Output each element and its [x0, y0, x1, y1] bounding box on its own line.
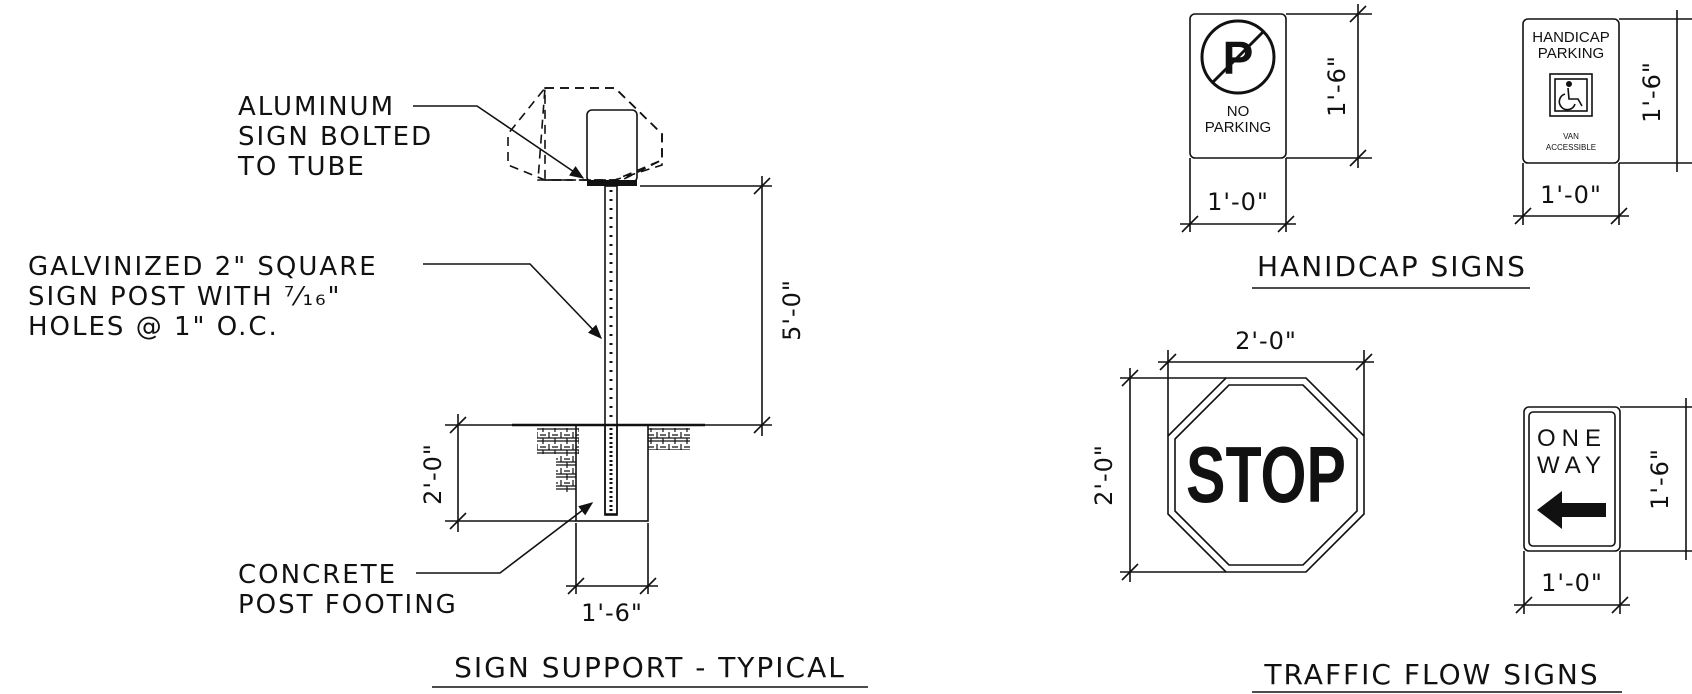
handicap-width-label: 1'-0" — [1540, 181, 1602, 209]
handicap-line2: PARKING — [1538, 45, 1604, 62]
dim-stop-width: 2'-0" — [1158, 327, 1374, 436]
callout-sign-line3: TO TUBE — [237, 152, 366, 182]
handicap-parking-sign: HANDICAP PARKING VAN ACCESSIBLE — [1522, 18, 1620, 164]
dim-one-way-height: 1'-6" — [1620, 398, 1692, 560]
callout-post-line2: SIGN POST WITH ⁷⁄₁₆" — [28, 282, 341, 312]
wheelchair-icon — [1549, 73, 1593, 117]
no-parking-line2: PARKING — [1205, 119, 1271, 136]
sign-support-title: SIGN SUPPORT - TYPICAL — [454, 651, 846, 684]
stop-label: STOP — [1186, 430, 1346, 519]
traffic-flow-signs-title: TRAFFIC FLOW SIGNS — [1263, 658, 1599, 691]
no-parking-circle-icon — [1200, 19, 1276, 95]
no-parking-width-label: 1'-0" — [1207, 188, 1269, 216]
dim-footing-depth: 2'-0" — [419, 414, 576, 532]
dim-stop-height: 2'-0" — [1090, 368, 1226, 582]
handicap-line3: VAN — [1563, 132, 1579, 141]
callout-footing-line1: CONCRETE — [238, 560, 397, 590]
handicap-signs-section: P NO PARKING 1'-6" 1'-0" HANDICAP PARKIN… — [1180, 4, 1692, 289]
callout-footing-line2: POST FOOTING — [238, 590, 458, 620]
callout-sign-line1: ALUMINUM — [238, 92, 395, 122]
no-parking-height-label: 1'-6" — [1323, 55, 1351, 117]
dim-footing-width: 1'-6" — [566, 523, 658, 627]
earth-hatch-right — [648, 428, 690, 450]
traffic-flow-signs-section: STOP 2'-0" 2'-0" ONE WAY — [1090, 327, 1692, 693]
aluminum-sign-panel — [586, 109, 638, 183]
no-parking-sign: P NO PARKING — [1189, 13, 1287, 159]
handicap-line4: ACCESSIBLE — [1546, 143, 1596, 152]
one-way-line2: WAY — [1537, 452, 1607, 479]
dim-no-parking-width: 1'-0" — [1180, 158, 1296, 233]
octagon-dashed — [507, 87, 663, 181]
earth-hatch-left-low — [556, 454, 576, 492]
handicap-signs-title: HANIDCAP SIGNS — [1257, 250, 1527, 283]
no-parking-line1: NO — [1227, 103, 1250, 120]
handicap-line1: HANDICAP — [1532, 29, 1610, 46]
callout-sign-line2: SIGN BOLTED — [238, 122, 433, 152]
sign-bracket — [587, 180, 637, 186]
one-way-sign: ONE WAY — [1523, 406, 1621, 552]
dim-handicap-width: 1'-0" — [1513, 163, 1629, 225]
one-way-width-label: 1'-0" — [1541, 569, 1603, 597]
left-arrow-icon — [1537, 491, 1606, 529]
callout-aluminum-sign: ALUMINUM SIGN BOLTED TO TUBE — [237, 92, 585, 182]
stop-width-label: 2'-0" — [1235, 327, 1297, 355]
one-way-height-label: 1'-6" — [1646, 448, 1674, 510]
callout-concrete-footing: CONCRETE POST FOOTING — [238, 502, 594, 620]
one-way-line1: ONE — [1537, 425, 1607, 452]
earth-hatch-left — [537, 428, 579, 454]
stop-sign: STOP — [1167, 377, 1365, 573]
handicap-height-label: 1'-6" — [1638, 61, 1666, 123]
sign-outline-dashed — [544, 87, 663, 181]
dim-post-height-label: 5'-0" — [778, 279, 806, 341]
dim-post-height: 5'-0" — [640, 176, 806, 436]
dim-footing-depth-label: 2'-0" — [419, 443, 447, 505]
stop-height-label: 2'-0" — [1090, 444, 1118, 506]
sign-post — [604, 185, 618, 515]
sign-support-detail: ALUMINUM SIGN BOLTED TO TUBE GALVINIZED … — [28, 87, 868, 688]
dim-no-parking-height: 1'-6" — [1286, 4, 1372, 168]
sign-outline-octagon — [537, 87, 663, 181]
dim-footing-width-label: 1'-6" — [581, 599, 643, 627]
callout-post-line3: HOLES @ 1" O.C. — [28, 312, 279, 342]
callout-post-line1: GALVINIZED 2" SQUARE — [28, 252, 378, 282]
dim-one-way-width: 1'-0" — [1514, 551, 1630, 614]
callout-galvanized-post: GALVINIZED 2" SQUARE SIGN POST WITH ⁷⁄₁₆… — [28, 252, 602, 342]
dim-handicap-height: 1'-6" — [1619, 10, 1692, 172]
no-slash-icon — [1211, 30, 1265, 84]
